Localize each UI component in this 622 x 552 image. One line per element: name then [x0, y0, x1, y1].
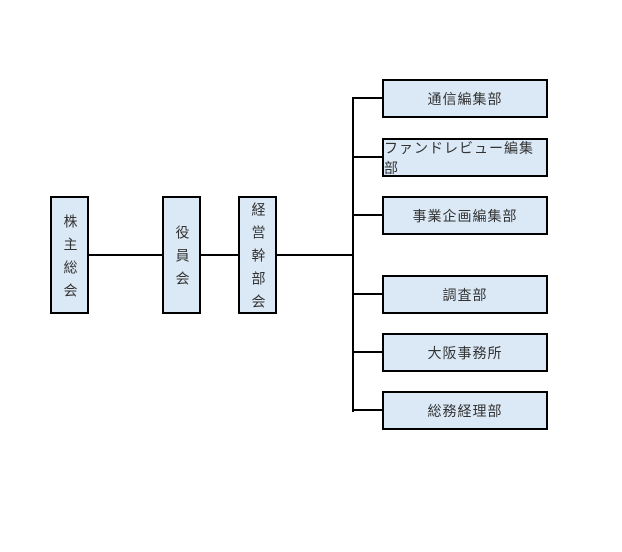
org-node-label: 株主総会 [61, 213, 78, 306]
org-node-communications-editorial: 通信編集部 [382, 79, 548, 118]
org-node-label: 役員会 [173, 225, 190, 294]
connector-executive-to-trunk [275, 254, 354, 256]
org-node-general-affairs-accounting: 総務経理部 [382, 391, 548, 430]
org-node-fund-review-editorial: ファンドレビュー編集部 [382, 138, 548, 177]
org-node-business-planning-editorial: 事業企画編集部 [382, 196, 548, 235]
connector-branch-fund-review [352, 156, 384, 158]
org-node-research-department: 調査部 [382, 275, 548, 314]
org-node-label: ファンドレビュー編集部 [384, 140, 534, 177]
org-node-shareholders-meeting: 株主総会 [50, 196, 89, 314]
org-node-label: 調査部 [442, 287, 488, 304]
connector-shareholders-to-board [87, 254, 164, 256]
org-node-osaka-office: 大阪事務所 [382, 333, 548, 372]
connector-branch-research [352, 293, 384, 295]
connector-branch-communications [352, 97, 384, 99]
connector-branch-general-affairs [352, 409, 384, 411]
org-node-board-of-directors: 役員会 [162, 196, 201, 314]
connector-trunk-vertical [352, 98, 354, 412]
connector-board-to-executive [199, 254, 240, 256]
org-node-label: 大阪事務所 [427, 345, 503, 362]
org-node-label: 総務経理部 [427, 403, 503, 420]
org-node-label: 通信編集部 [427, 91, 503, 108]
org-node-label: 事業企画編集部 [412, 208, 518, 225]
org-node-label: 経営幹部会 [249, 202, 266, 317]
connector-branch-business-planning [352, 214, 384, 216]
org-node-executive-committee: 経営幹部会 [238, 196, 277, 317]
connector-branch-osaka [352, 351, 384, 353]
